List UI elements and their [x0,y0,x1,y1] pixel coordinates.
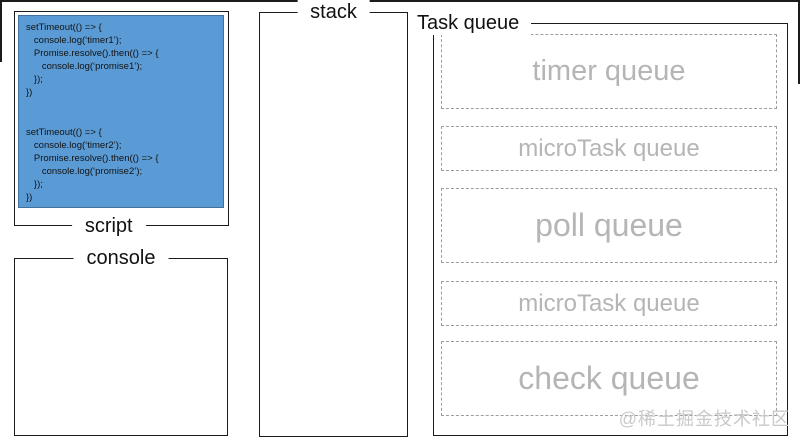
script-panel: setTimeout(() => { console.log(‘timer1’)… [14,11,229,238]
microtask-queue-label-1: microTask queue [518,134,700,162]
poll-queue-box: poll queue [441,188,777,263]
site-watermark: @稀土掘金技术社区 [618,409,790,429]
poll-queue-label: poll queue [535,207,683,243]
microtask-queue-label-2: microTask queue [518,289,700,317]
stack-panel: stack [259,0,408,437]
script-label: script [71,214,146,238]
microtask-queue-box-1: microTask queue [441,126,777,171]
stack-label: stack [297,0,370,24]
microtask-queue-box-2: microTask queue [441,281,777,326]
timer-queue-label: timer queue [532,55,686,87]
task-queue-label: Task queue [417,11,532,35]
check-queue-label: check queue [518,360,700,396]
console-panel: console [14,246,228,436]
task-queue-panel: Task queue timer queue microTask queue p… [417,11,788,436]
check-queue-box: check queue [441,341,777,416]
image-left-border [0,0,2,62]
image-top-border [0,0,800,2]
timer-queue-box: timer queue [441,34,777,109]
console-label: console [73,246,169,270]
script-code-block: setTimeout(() => { console.log(‘timer1’)… [18,15,224,208]
image-right-border [798,0,800,84]
